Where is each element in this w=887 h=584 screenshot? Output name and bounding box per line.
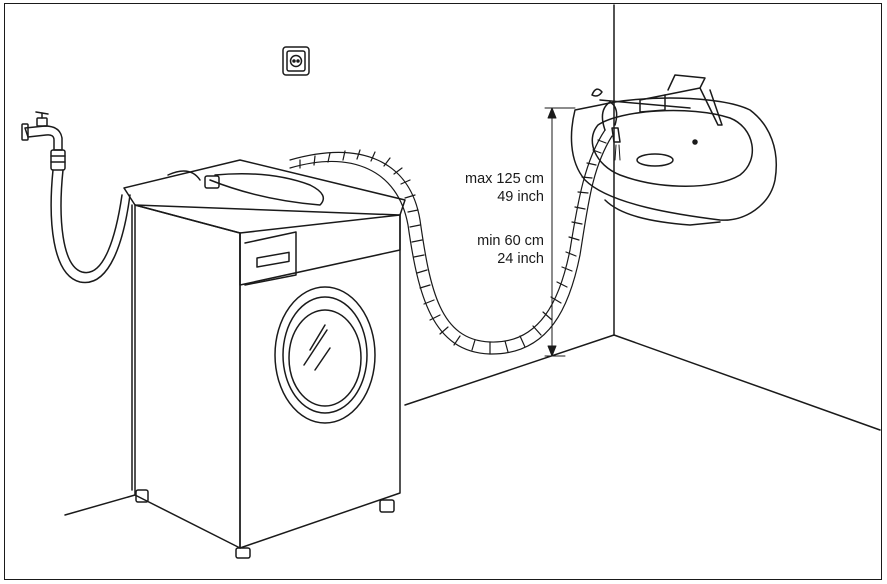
max-height-cm-label: max 125 cm [465, 171, 544, 187]
washing-machine-icon [123, 159, 406, 559]
min-height-inch-label: 24 inch [497, 251, 544, 267]
tap-icon [21, 111, 66, 171]
socket-icon [282, 46, 310, 76]
min-height-cm-label: min 60 cm [477, 233, 544, 249]
drain-hose [289, 129, 613, 355]
room-lines [64, 4, 881, 516]
sink-icon [570, 74, 777, 226]
max-height-inch-label: 49 inch [497, 189, 544, 205]
height-dimension [544, 107, 576, 357]
inlet-hose [50, 169, 131, 284]
diagram-frame [4, 3, 882, 580]
